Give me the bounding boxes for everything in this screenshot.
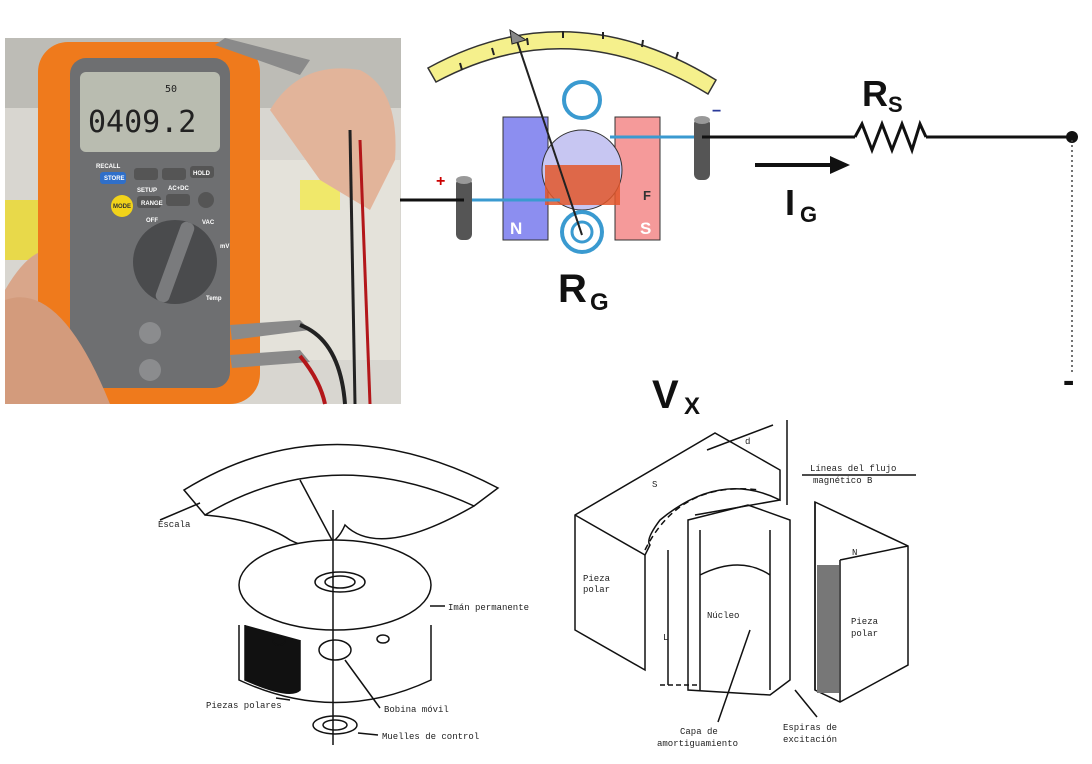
svg-text:Espiras de: Espiras de	[783, 723, 837, 733]
svg-text:RANGE: RANGE	[141, 201, 163, 207]
coil-drawing-labels: Líneas del flujo magnético B Pieza polar…	[583, 437, 896, 749]
svg-text:S: S	[888, 92, 903, 117]
store-button	[100, 172, 126, 184]
svg-text:N: N	[852, 548, 857, 558]
multimeter-photo: 50 0409.2 STORE RECALL HOLD MODE SETUP R…	[5, 38, 401, 405]
svg-text:Muelles de control: Muelles de control	[382, 732, 479, 742]
negative-terminal	[694, 118, 710, 180]
svg-text:Bobina móvil: Bobina móvil	[384, 705, 449, 715]
svg-text:polar: polar	[851, 629, 878, 639]
rs-label: R	[862, 73, 888, 114]
svg-text:Núcleo: Núcleo	[707, 611, 739, 621]
multimeter-lcd	[80, 72, 220, 152]
svg-text:N: N	[510, 219, 522, 238]
svg-text:polar: polar	[583, 585, 610, 595]
node-dot	[1066, 131, 1078, 143]
svg-text:excitación: excitación	[783, 735, 837, 745]
svg-text:AC+DC: AC+DC	[168, 186, 190, 192]
svg-text:Capa de: Capa de	[680, 727, 718, 737]
positive-terminal	[456, 178, 472, 240]
svg-text:Imán permanente: Imán permanente	[448, 603, 529, 613]
minus-sign: −	[712, 103, 721, 120]
darsonval-drawing	[159, 443, 500, 745]
svg-text:VAC: VAC	[202, 220, 215, 226]
svg-text:Piezas polares: Piezas polares	[206, 701, 282, 711]
svg-text:SETUP: SETUP	[137, 188, 157, 194]
svg-text:MODE: MODE	[113, 204, 131, 210]
rg-label: R	[558, 267, 587, 311]
lcd-main-reading: 0409.2	[88, 105, 196, 140]
galvanometer: N S F + − R G	[400, 29, 721, 316]
svg-text:Escala: Escala	[158, 520, 191, 530]
lcd-small-reading: 50	[165, 84, 177, 95]
south-magnet	[614, 116, 661, 241]
plus-sign: +	[436, 173, 445, 190]
svg-text:Pieza: Pieza	[851, 617, 879, 627]
svg-text:L: L	[663, 633, 668, 643]
moving-coil	[545, 165, 620, 205]
svg-text:HOLD: HOLD	[193, 171, 211, 177]
series-resistor	[853, 119, 928, 155]
svg-text:magnético B: magnético B	[813, 476, 873, 486]
svg-text:OFF: OFF	[146, 218, 158, 224]
svg-text:RECALL: RECALL	[96, 164, 121, 170]
svg-text:Pieza: Pieza	[583, 574, 611, 584]
vx-label: V	[652, 373, 679, 417]
darsonval-labels: Escala Imán permanente Piezas polares Bo…	[158, 520, 529, 742]
needle	[514, 34, 583, 236]
svg-text:S: S	[640, 219, 651, 238]
ig-label: I	[785, 182, 795, 223]
svg-text:X: X	[684, 393, 700, 420]
svg-text:STORE: STORE	[104, 176, 125, 182]
bottom-spring	[560, 210, 604, 254]
mode-button	[111, 195, 133, 217]
circuit: - R S I G V X	[652, 73, 1078, 420]
svg-text:d: d	[745, 437, 750, 447]
svg-text:Temp: Temp	[206, 296, 222, 302]
svg-text:Líneas del flujo: Líneas del flujo	[810, 464, 896, 474]
svg-text:G: G	[800, 202, 817, 227]
svg-text:mV: mV	[220, 244, 229, 250]
svg-text:S: S	[652, 480, 657, 490]
galvanometer-scale	[426, 31, 718, 96]
force-label: F	[643, 188, 651, 203]
top-spring	[562, 80, 602, 120]
svg-text:G: G	[590, 289, 609, 316]
north-magnet	[502, 116, 549, 241]
coil-drawing	[574, 420, 916, 723]
terminal-minus: -	[1063, 362, 1074, 400]
svg-text:amortiguamiento: amortiguamiento	[657, 739, 738, 749]
